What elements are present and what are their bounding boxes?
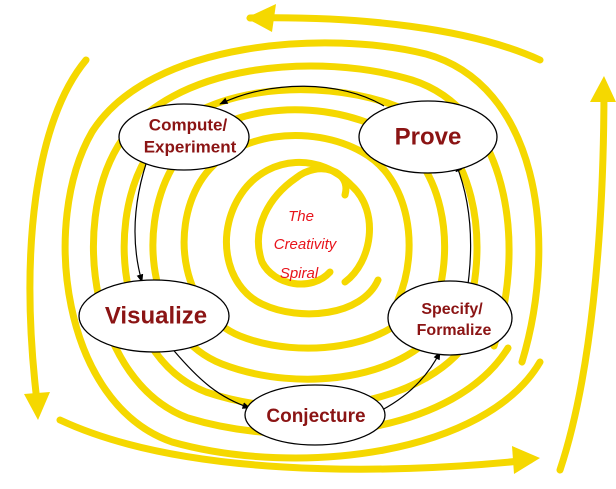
node-conjecture-label: Conjecture	[266, 406, 365, 427]
center-title-line3: Spiral	[280, 265, 319, 282]
node-compute-label-line2: Experiment	[144, 137, 237, 156]
spiral-band-3	[180, 131, 420, 352]
node-specify-ellipse	[387, 280, 513, 356]
spiral-band-2	[222, 159, 382, 318]
spiral-band-outer-bottom	[56, 416, 534, 473]
spiral-arrowhead-right	[590, 76, 616, 102]
spiral-band-outer-right	[556, 82, 608, 474]
arrow-conjecture-to-specify	[381, 351, 441, 411]
node-conjecture-ellipse	[244, 384, 386, 446]
node-compute-experiment: Compute/ Experiment	[118, 103, 250, 171]
node-specify-label-line1: Specify/	[421, 301, 483, 318]
arrow-visualize-to-conjecture	[169, 345, 251, 409]
center-title: The Creativity Spiral	[274, 208, 338, 282]
spiral-band-7	[61, 39, 544, 462]
arrow-prove-to-compute	[219, 85, 385, 107]
node-conjecture: Conjecture	[244, 384, 386, 446]
node-prove: Prove	[358, 100, 498, 174]
node-visualize: Visualize	[78, 279, 230, 353]
node-specify-label-line2: Formalize	[417, 322, 492, 339]
spiral-arrowhead-left	[24, 392, 50, 420]
spiral-band-outer-top	[246, 14, 544, 64]
arrow-compute-to-visualize	[134, 151, 151, 283]
spiral-band-outer-left	[26, 56, 90, 414]
node-visualize-ellipse	[78, 279, 230, 353]
spiral-arrowhead-top	[246, 4, 276, 32]
center-title-line1: The	[288, 208, 314, 225]
node-visualize-label: Visualize	[105, 302, 207, 329]
node-prove-label: Prove	[395, 123, 462, 150]
center-title-line2: Creativity	[274, 236, 338, 253]
node-compute-ellipse	[118, 103, 250, 171]
node-compute-label-line1: Compute/	[149, 115, 228, 134]
node-specify-formalize: Specify/ Formalize	[387, 280, 513, 356]
spiral-arrowhead-bottom	[512, 446, 540, 474]
node-prove-ellipse	[358, 100, 498, 174]
